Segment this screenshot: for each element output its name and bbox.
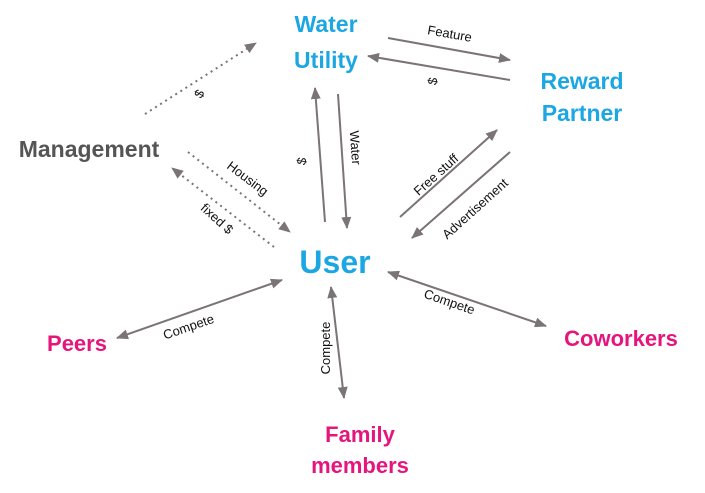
label-advertisement: Advertisement (439, 175, 511, 242)
node-family-members-line1: Family (325, 422, 395, 447)
arrow-user-dollar (310, 87, 326, 223)
arrow-partner-dollar (367, 52, 511, 81)
arrow-advertisement (411, 151, 511, 239)
label-water: Water (347, 130, 364, 166)
arrow-feature (387, 37, 511, 63)
label-housing: Housing (224, 158, 271, 199)
label-feature: Feature (426, 22, 473, 45)
label-free-stuff: Free stuff (411, 151, 462, 199)
arrow-management-dollar (144, 42, 257, 115)
label-management-dollar: $ (191, 86, 208, 100)
node-coworkers: Coworkers (564, 326, 678, 351)
node-family-members-line2: members (311, 453, 409, 478)
node-water-utility-line2: Utility (294, 47, 358, 73)
arrow-compete-coworkers (387, 270, 547, 328)
arrow-housing (187, 151, 291, 233)
node-peers: Peers (47, 331, 107, 356)
label-user-dollar: $ (294, 156, 310, 166)
arrow-compete-family (327, 286, 348, 399)
label-compete-family: Compete (318, 322, 333, 375)
node-management: Management (19, 136, 160, 162)
node-reward-partner-line1: Reward (540, 68, 623, 94)
node-user: User (299, 244, 370, 280)
node-reward-partner-line2: Partner (542, 100, 623, 126)
arrow-free-stuff (399, 129, 498, 218)
arrow-water (337, 93, 352, 229)
label-compete-coworkers: Compete (422, 286, 477, 317)
label-compete-peers: Compete (161, 311, 216, 342)
label-fixed-dollar: fixed $ (198, 200, 237, 237)
arrow-compete-peers (116, 278, 283, 340)
label-partner-dollar: $ (425, 76, 441, 86)
node-water-utility-line1: Water (294, 11, 357, 37)
